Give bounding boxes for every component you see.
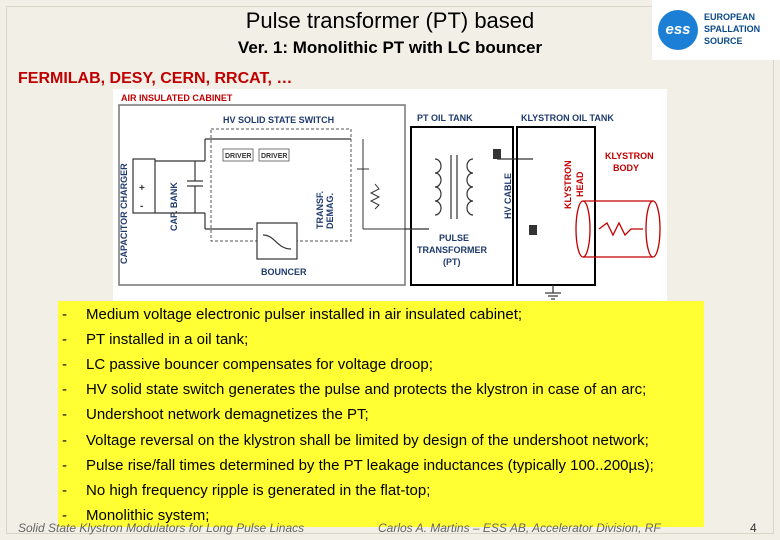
ess-logo: ess EUROPEAN SPALLATION SOURCE [652,0,780,60]
bullet-item: - Undershoot network demagnetizes the PT… [62,406,369,423]
air-cabinet-box [118,104,406,286]
ess-logo-mark: ess [658,10,698,50]
bouncer-label: BOUNCER [261,267,307,277]
bullet-item: - HV solid state switch generates the pu… [62,381,647,398]
cap-bank-label: CAP. BANK [169,182,179,231]
svg-text:(PT): (PT) [443,257,461,267]
svg-text:TRANSF.: TRANSF. [315,191,325,229]
air-cabinet-label: AIR INSULATED CABINET [121,93,233,103]
footer-left: Solid State Klystron Modulators for Long… [18,521,305,535]
slide-frame [6,6,774,534]
pt-oil-tank-box [410,126,514,286]
pt-modulator-schematic: AIR INSULATED CABINET CAPACITOR CHARGER … [113,89,667,301]
klystron-oil-tank-box [516,126,596,286]
klystron-oil-tank-label: KLYSTRON OIL TANK [521,113,614,123]
bouncer-box [256,222,298,260]
svg-text:KLYSTRON: KLYSTRON [563,160,573,209]
bullet-list: - Medium voltage electronic pulser insta… [58,301,704,527]
svg-text:+: + [139,183,145,194]
klystron-body-label: KLYSTRON [605,151,654,161]
svg-text:DRIVER: DRIVER [261,153,287,160]
slide-subtitle: Ver. 1: Monolithic PT with LC bouncer [237,38,543,57]
svg-text:-: - [140,201,143,212]
ess-logo-text: EUROPEAN SPALLATION SOURCE [704,12,761,46]
pt-oil-tank-label: PT OIL TANK [417,113,473,123]
bullet-item: - Medium voltage electronic pulser insta… [62,306,523,323]
bullet-item: - Voltage reversal on the klystron shall… [62,432,649,449]
hv-switch-label: HV SOLID STATE SWITCH [223,115,334,125]
bullet-item: - PT installed in a oil tank; [62,331,249,348]
slide-title: Pulse transformer (PT) based [245,8,535,33]
footer-center: Carlos A. Martins – ESS AB, Accelerator … [378,521,661,535]
capacitor-charger-box [132,158,156,214]
klystron-body-drawing [575,200,661,258]
svg-text:TRANSFORMER: TRANSFORMER [417,245,487,255]
hv-cable-label: HV CABLE [503,173,513,219]
bullet-item: - No high frequency ripple is generated … [62,482,431,499]
page-number: 4 [750,521,757,535]
organizations-line: FERMILAB, DESY, CERN, RRCAT, … [18,70,293,87]
svg-text:BODY: BODY [613,163,639,173]
svg-text:DRIVER: DRIVER [225,153,251,160]
svg-text:HEAD: HEAD [575,171,585,197]
bullet-item: - Pulse rise/fall times determined by th… [62,457,654,474]
bullet-item: - LC passive bouncer compensates for vol… [62,356,433,373]
svg-text:PULSE: PULSE [439,233,469,243]
svg-text:DEMAG.: DEMAG. [325,193,335,229]
capacitor-charger-label: CAPACITOR CHARGER [119,163,129,264]
bullet-item: - Monolithic system; [62,507,210,524]
